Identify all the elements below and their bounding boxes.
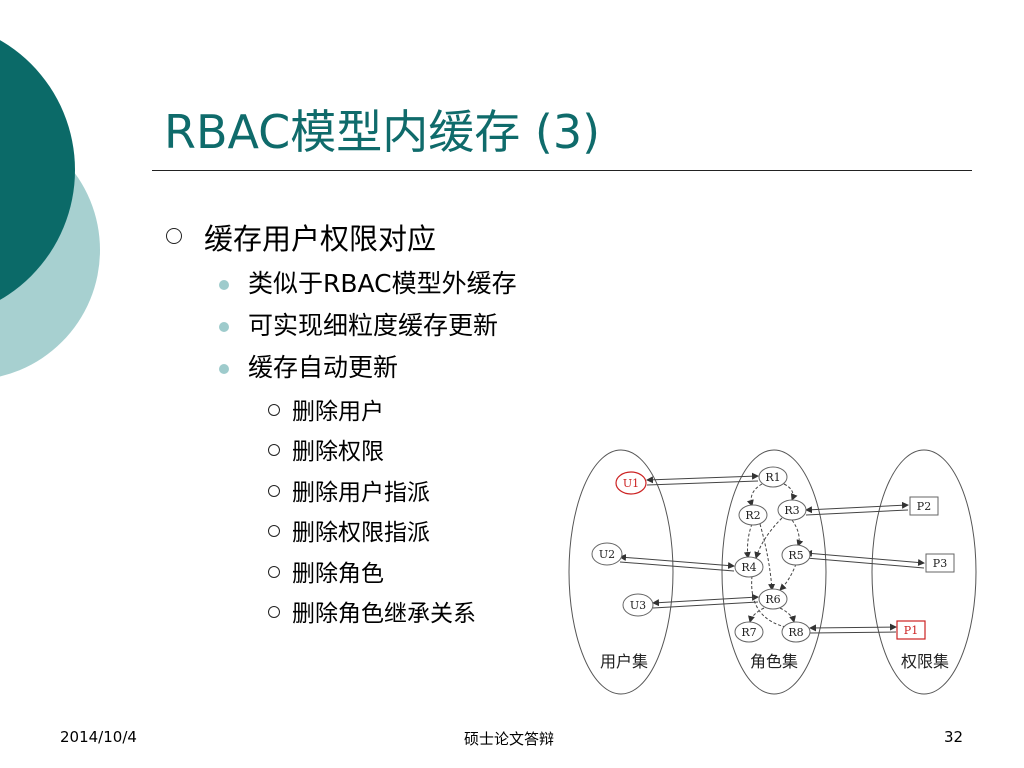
bullet-level1: 缓存用户权限对应 [204,222,437,256]
role-node-label: R8 [788,626,803,639]
user-node-label: U1 [623,477,639,490]
role-node [781,544,811,566]
bullet-level3: 删除用户 [292,399,384,425]
role-node [758,588,788,610]
bullet-level3: 删除权限指派 [292,520,430,546]
bullet-dot-icon [219,364,229,374]
perm-node-label: P2 [917,500,931,513]
slide-title: RBAC模型内缓存 (3) [164,105,601,159]
bullet-level3: 删除权限 [292,439,384,465]
rbac-diagram: U1 U2 U3 R1 R2 R3 R4 R5 R6 R7 R8 P2 P3 P… [568,449,977,695]
footer-center-text: 硕士论文答辩 [464,730,555,748]
user-node-label: U3 [630,599,646,612]
bullet-dot-icon [219,280,229,290]
role-node [734,556,764,578]
perm-set-label: 权限集 [901,652,949,671]
role-node-label: R7 [741,626,756,639]
perm-node [909,496,939,516]
bullet-dot-icon [219,322,229,332]
role-node-label: R3 [784,504,799,517]
perm-node [925,553,955,573]
decorative-circles [0,40,100,377]
role-set-label: 角色集 [750,652,798,671]
role-node-label: R5 [788,549,803,562]
perm-node-label: P3 [933,557,947,570]
role-node [777,499,807,521]
bullet-level3: 删除用户指派 [292,480,430,506]
bullet-hollow-icon [268,485,280,497]
bullet-level3: 删除角色继承关系 [292,601,476,627]
role-node [758,466,788,488]
bullet-level2: 缓存自动更新 [248,353,399,382]
bullet-hollow-icon [268,404,280,416]
bullet-level2: 可实现细粒度缓存更新 [248,311,499,340]
role-node [738,504,768,526]
role-node [734,621,764,643]
perm-node-label: P1 [904,624,918,637]
user-set-label: 用户集 [600,652,648,671]
bullet-hollow-icon [268,606,280,618]
perm-set-ellipse [871,449,977,695]
role-node-label: R1 [765,471,780,484]
perm-node [896,620,926,640]
bullet-level2: 类似于RBAC模型外缓存 [248,269,517,298]
user-node [591,542,623,566]
role-set-ellipse [721,449,827,695]
role-node-label: R2 [745,509,760,522]
bullet-hollow-icon [268,444,280,456]
page-number: 32 [944,728,964,746]
bullet-level3: 删除角色 [292,561,384,587]
footer-date: 2014/10/4 [60,728,137,746]
user-node [622,593,654,617]
role-node-label: R4 [741,561,756,574]
user-set-ellipse [568,449,674,695]
bullet-hollow-icon [268,525,280,537]
role-node-label: R6 [765,593,780,606]
bullet-hollow-icon [268,566,280,578]
user-node-label: U2 [599,548,615,561]
bullet-hollow-icon [166,228,182,244]
user-node [615,471,647,495]
role-node [781,621,811,643]
title-divider [152,170,972,171]
